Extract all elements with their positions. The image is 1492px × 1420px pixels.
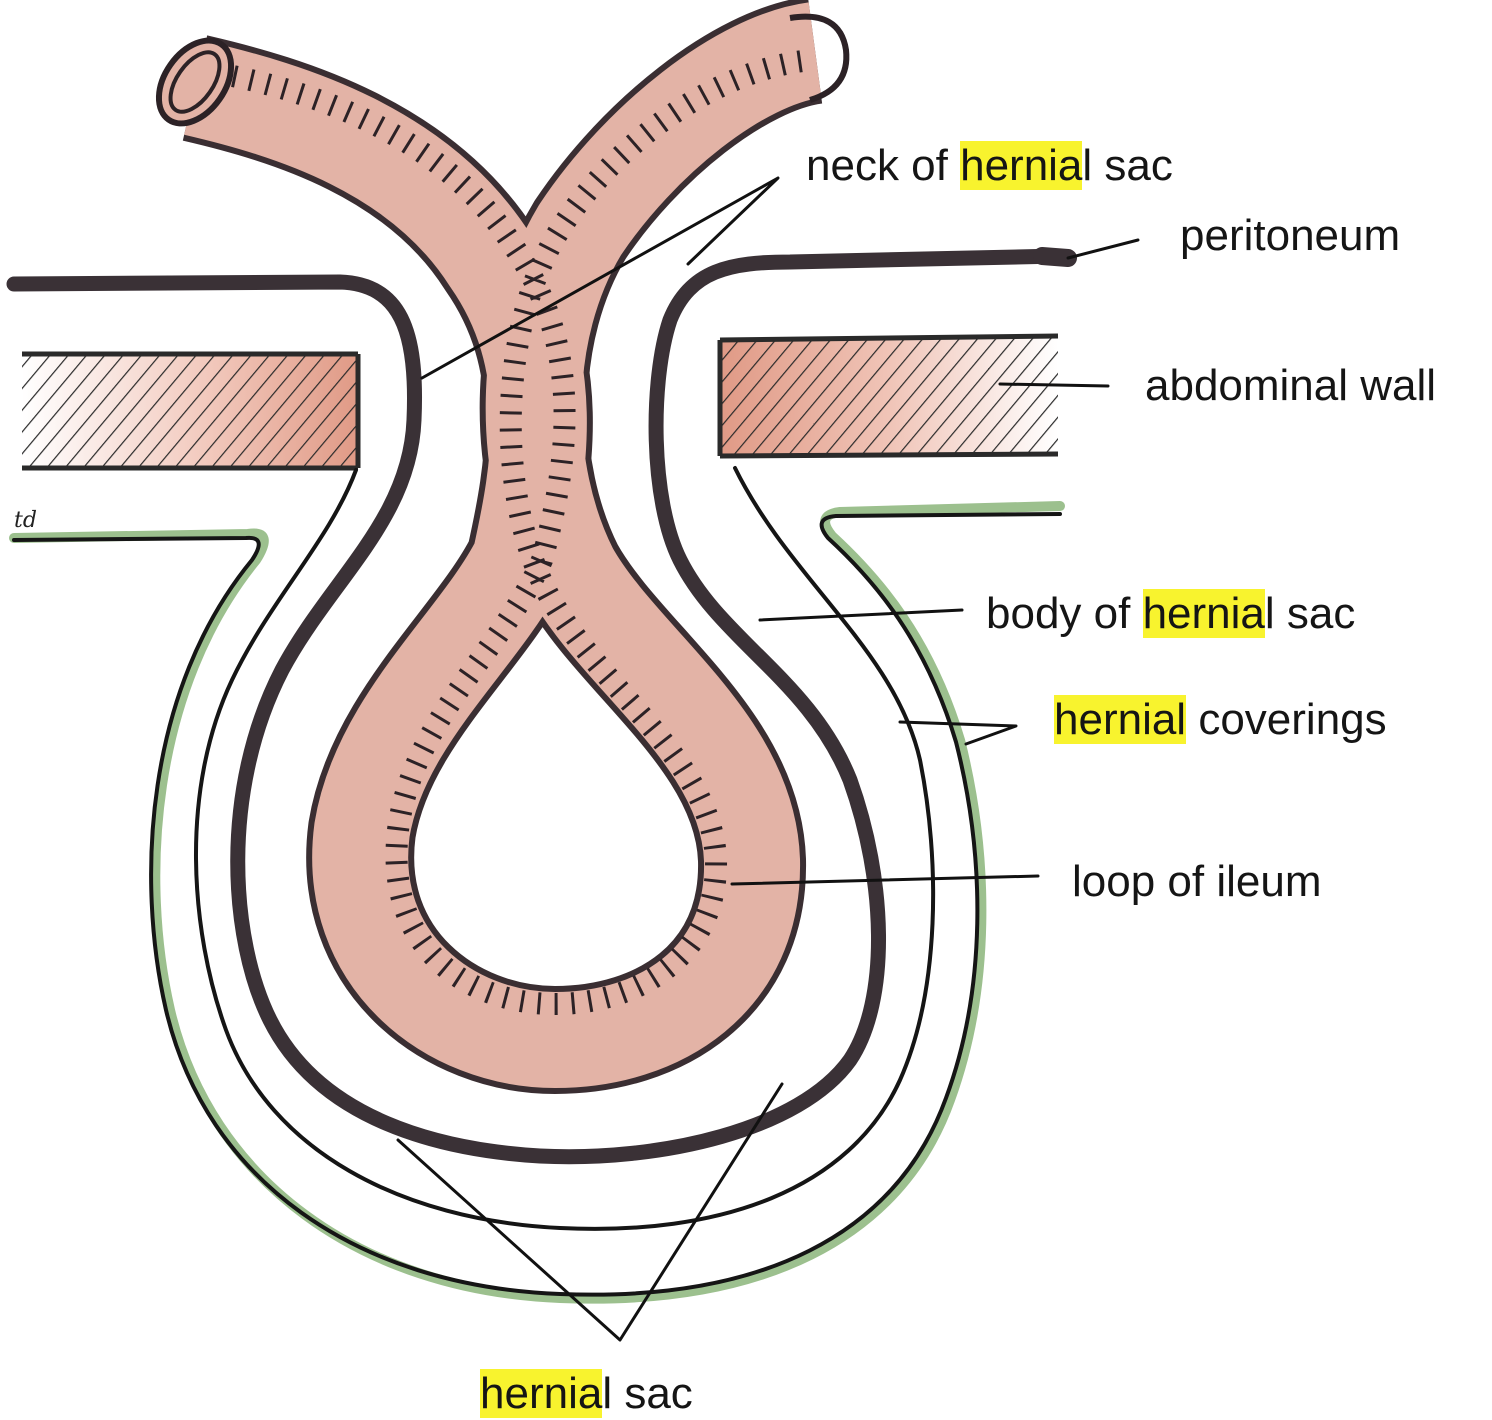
label-abdominal-wall-text: abdominal wall: [1145, 361, 1436, 410]
loop-of-ileum: [144, 17, 846, 1040]
artist-signature: td: [14, 508, 37, 533]
label-body-highlight: hernia: [1143, 589, 1265, 638]
leader-abdominal-wall: [1000, 384, 1108, 386]
label-neck-highlight: hernia: [960, 141, 1082, 190]
label-sac-highlight: hernia: [480, 1369, 602, 1418]
signature-text: td: [14, 508, 37, 533]
label-peritoneum-text: peritoneum: [1180, 211, 1400, 260]
label-body-pre: body of: [986, 589, 1143, 638]
label-hernial-coverings: hernial coverings: [1054, 694, 1387, 746]
label-body-post: l sac: [1265, 589, 1355, 638]
label-coverings-highlight: hernial: [1054, 695, 1186, 744]
label-loop-of-ileum: loop of ileum: [1072, 856, 1321, 908]
label-peritoneum: peritoneum: [1180, 210, 1400, 262]
label-sac-post: l sac: [602, 1369, 692, 1418]
leader-body: [760, 610, 962, 620]
label-loop-text: loop of ileum: [1072, 857, 1321, 906]
label-body-of-hernial-sac: body of hernial sac: [986, 588, 1355, 640]
label-neck-of-hernial-sac: neck of hernial sac: [806, 140, 1173, 192]
peritoneum-tab: [1042, 256, 1068, 258]
label-hernial-sac: hernial sac: [480, 1368, 693, 1420]
label-abdominal-wall: abdominal wall: [1145, 360, 1436, 412]
label-coverings-post: coverings: [1186, 695, 1387, 744]
leader-peritoneum: [1068, 240, 1138, 258]
label-neck-post: l sac: [1082, 141, 1172, 190]
label-neck-pre: neck of: [806, 141, 960, 190]
